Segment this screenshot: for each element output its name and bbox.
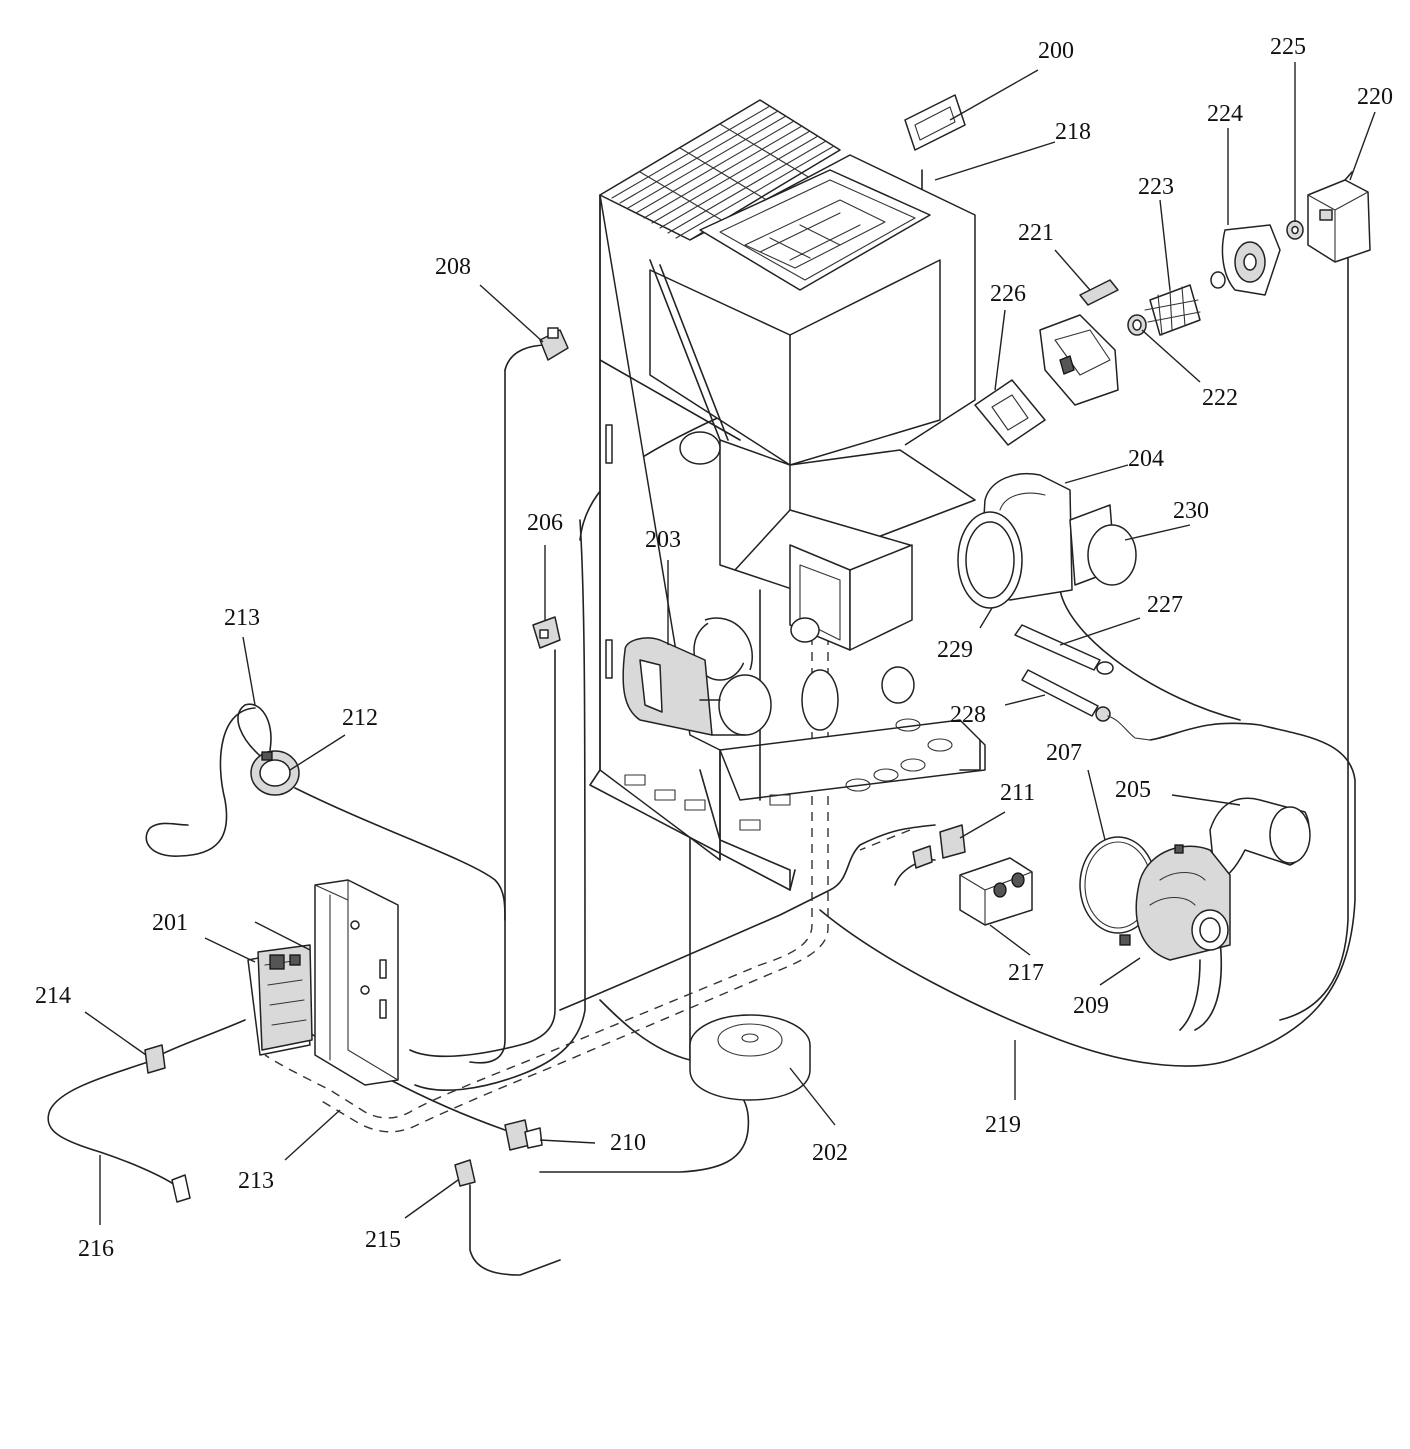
- label-215: 215: [365, 1227, 401, 1253]
- label-219: 219: [985, 1112, 1021, 1138]
- label-222: 222: [1202, 385, 1238, 411]
- leader-lines: [84, 62, 1376, 1225]
- label-221: 221: [1018, 220, 1054, 246]
- igniter-227: [1014, 624, 1114, 675]
- label-212: 212: [342, 705, 378, 731]
- gear-motor-220: [1307, 171, 1371, 263]
- label-204: 204: [1128, 446, 1164, 472]
- label-202: 202: [812, 1140, 848, 1166]
- label-210: 210: [610, 1130, 646, 1156]
- label-229: 229: [937, 637, 973, 663]
- label-213-upper: 213: [224, 605, 260, 631]
- label-220: 220: [1357, 84, 1393, 110]
- bearing-225: [1286, 220, 1304, 240]
- label-208: 208: [435, 254, 471, 280]
- label-217: 217: [1008, 960, 1044, 986]
- label-225: 225: [1270, 34, 1306, 60]
- label-223: 223: [1138, 174, 1174, 200]
- switch-211: [939, 824, 966, 859]
- fan-202: [689, 1014, 811, 1101]
- label-205: 205: [1115, 777, 1151, 803]
- label-226: 226: [990, 281, 1026, 307]
- plug-216: [171, 1174, 191, 1203]
- label-230: 230: [1173, 498, 1209, 524]
- label-209: 209: [1073, 993, 1109, 1019]
- blower-203: [622, 617, 772, 736]
- control-board-201: [247, 944, 313, 1056]
- auger-motor-assembly: [1039, 314, 1119, 406]
- combustion-fan-209: [1119, 797, 1311, 961]
- igniter-228: [1021, 669, 1151, 741]
- label-214: 214: [35, 983, 71, 1009]
- part-labels: 200 218 225 220 224 223 221 226 222 208 …: [35, 34, 1393, 1262]
- label-200: 200: [1038, 38, 1074, 64]
- label-211: 211: [1000, 780, 1035, 806]
- housing-plate-224: [1210, 224, 1281, 296]
- plug-214: [144, 1044, 166, 1074]
- bracket-217: [959, 857, 1033, 926]
- label-216: 216: [78, 1236, 114, 1262]
- plug-215: [454, 1159, 476, 1187]
- label-203: 203: [645, 527, 681, 553]
- bracket-221: [1079, 279, 1119, 306]
- label-201: 201: [152, 910, 188, 936]
- label-218: 218: [1055, 119, 1091, 145]
- label-207: 207: [1046, 740, 1082, 766]
- impeller-223: [1144, 284, 1201, 336]
- stove-body: [589, 99, 986, 891]
- label-206: 206: [527, 510, 563, 536]
- label-224: 224: [1207, 101, 1243, 127]
- label-228: 228: [950, 702, 986, 728]
- plate-226: [974, 379, 1046, 446]
- label-227: 227: [1147, 592, 1183, 618]
- electrical-enclosure: [314, 879, 399, 1086]
- display-200: [904, 94, 966, 151]
- washer-222: [1127, 314, 1147, 336]
- label-213-lower: 213: [238, 1168, 274, 1194]
- pressure-switch-212: [250, 750, 300, 796]
- gasket-229: [957, 511, 1023, 609]
- components: [144, 94, 1371, 1203]
